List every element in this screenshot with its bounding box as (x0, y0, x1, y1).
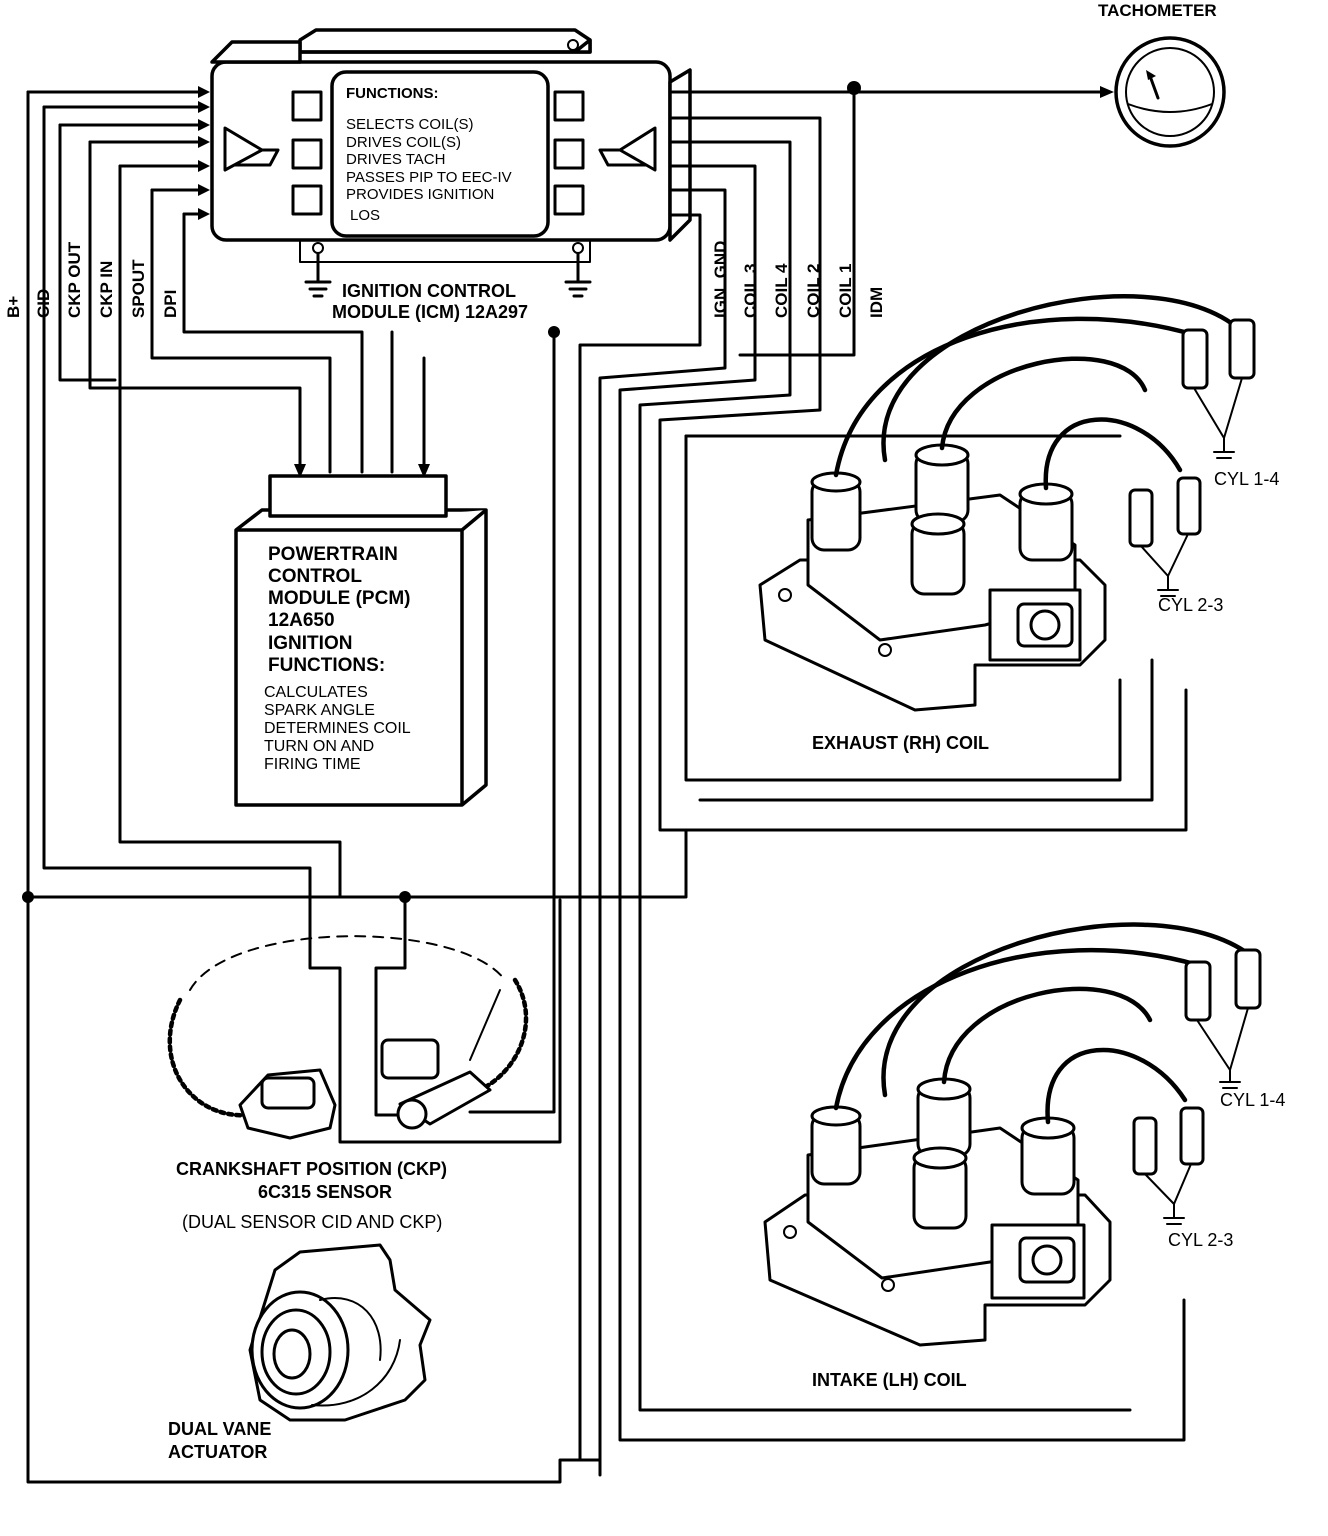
icm-label-line1: IGNITION CONTROL (342, 281, 516, 301)
icm-function-6: LOS (350, 207, 380, 224)
ckp-label-line3: (DUAL SENSOR CID AND CKP) (182, 1212, 442, 1232)
ignition-control-module: FUNCTIONS: SELECTS COIL(S) DRIVES COIL(S… (210, 28, 692, 322)
intake-coil-label: INTAKE (LH) COIL (812, 1370, 967, 1390)
wire-label-ign-gnd: IGN. GND. (711, 236, 730, 318)
pcm-title-2: CONTROL (268, 566, 362, 587)
exhaust-coil: CYL 1-4 CYL 2-3 EXHAUST (RH) COIL (758, 294, 1279, 753)
pcm-title-1: POWERTRAIN (268, 544, 398, 565)
powertrain-control-module: POWERTRAIN CONTROL MODULE (PCM) 12A650 I… (234, 474, 488, 807)
pcm-function-4: TURN ON AND (264, 738, 374, 755)
wire-label-spout: SPOUT (129, 259, 148, 318)
exhaust-cyl-2-3-label: CYL 2-3 (1158, 595, 1223, 615)
actuator-label-line2: ACTUATOR (168, 1442, 267, 1462)
wire-label-dpi: DPI (161, 290, 180, 318)
intake-cyl-2-3-label: CYL 2-3 (1168, 1230, 1233, 1250)
icm-label-line2: MODULE (ICM) 12A297 (332, 302, 528, 322)
exhaust-cyl-1-4-label: CYL 1-4 (1214, 469, 1279, 489)
actuator-label-line1: DUAL VANE (168, 1419, 271, 1439)
dual-vane-actuator: DUAL VANE ACTUATOR (168, 1243, 432, 1462)
wire-label-coil-2: COIL 2 (804, 264, 823, 318)
pcm-function-1: CALCULATES (264, 684, 368, 701)
exhaust-coil-label: EXHAUST (RH) COIL (812, 733, 989, 753)
wire-label-coil-1: COIL 1 (836, 264, 855, 318)
icm-function-2: DRIVES COIL(S) (346, 134, 461, 151)
wire-label-coil-3: COIL 3 (741, 264, 760, 318)
wire-label-idm: IDM (867, 287, 886, 318)
ckp-label-line1: CRANKSHAFT POSITION (CKP) (176, 1159, 447, 1179)
ckp-label-line2: 6C315 SENSOR (258, 1182, 392, 1202)
wire-label-cid: CID (34, 289, 53, 318)
pcm-title-3: MODULE (PCM) (268, 588, 410, 609)
icm-functions-title: FUNCTIONS: (346, 85, 439, 102)
wire-label-ckp-in: CKP IN (97, 261, 116, 318)
pcm-title-6: FUNCTIONS: (268, 655, 385, 676)
pcm-function-3: DETERMINES COIL (264, 720, 411, 737)
wire-label-b-plus: B+ (4, 296, 23, 318)
wire-label-ckp-out: CKP OUT (65, 241, 84, 318)
wiring-harness (22, 81, 1188, 1484)
ckp-sensor: CRANKSHAFT POSITION (CKP) 6C315 SENSOR (… (167, 935, 529, 1232)
icm-function-4: PASSES PIP TO EEC-IV (346, 169, 512, 186)
wire-label-coil-4: COIL 4 (772, 263, 791, 318)
pcm-title-5: IGNITION (268, 633, 352, 654)
pcm-title-4: 12A650 (268, 610, 335, 631)
tachometer: TACHOMETER (1098, 1, 1226, 148)
wire-labels: B+ CID CKP OUT CKP IN SPOUT DPI IGN. GND… (4, 236, 886, 318)
intake-coil: CYL 1-4 CYL 2-3 INTAKE (LH) COIL (763, 922, 1285, 1390)
intake-cyl-1-4-label: CYL 1-4 (1220, 1090, 1285, 1110)
icm-function-1: SELECTS COIL(S) (346, 116, 474, 133)
tachometer-label: TACHOMETER (1098, 1, 1217, 20)
pcm-function-5: FIRING TIME (264, 756, 361, 773)
pcm-function-2: SPARK ANGLE (264, 702, 375, 719)
icm-function-5: PROVIDES IGNITION (346, 186, 494, 203)
icm-function-3: DRIVES TACH (346, 151, 445, 168)
